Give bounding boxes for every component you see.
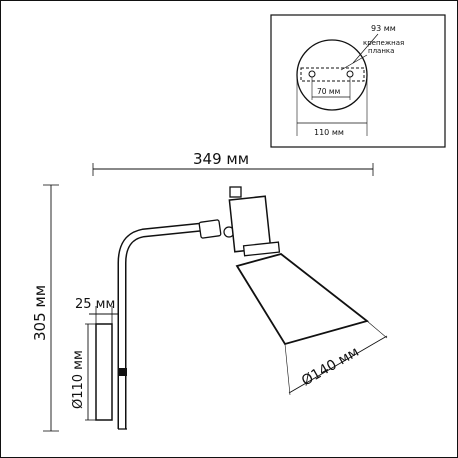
inset-mounting-plate xyxy=(300,67,365,82)
shade-neck xyxy=(242,241,281,257)
inset-hole-spacing-label: 70 мм xyxy=(317,87,340,96)
switch-knob xyxy=(118,368,127,376)
inset-hole-right xyxy=(346,70,354,78)
total-width-label: 349 мм xyxy=(193,150,249,168)
inset-label-leader xyxy=(340,54,368,71)
dim-total-height: 305 мм xyxy=(31,184,59,432)
total-height-label: 305 мм xyxy=(31,285,49,341)
inset-base-circle xyxy=(296,39,368,111)
dim-total-width: 349 мм xyxy=(92,150,374,176)
dim-base-diameter: Ø110 мм xyxy=(71,323,96,421)
inset-base-width-label: 110 мм xyxy=(314,128,344,137)
lamp-side-view xyxy=(95,186,369,430)
shade-dia-dim-line xyxy=(288,335,388,394)
mounting-inset: 93 мм крепежная планка 70 мм 110 мм xyxy=(270,14,446,148)
shade-dia-ext-2 xyxy=(366,320,388,339)
wall-base xyxy=(95,323,113,421)
inset-plate-label-1: крепежная xyxy=(363,39,404,47)
dim-base-depth: 25 мм xyxy=(75,297,119,324)
lamp-arm-outer xyxy=(117,222,203,429)
lamp-arm-inner xyxy=(119,224,203,429)
inset-plate-leader xyxy=(352,33,379,64)
base-depth-label: 25 мм xyxy=(75,297,115,312)
head-top-knob xyxy=(229,186,242,198)
inset-border xyxy=(270,14,446,148)
base-diameter-label: Ø110 мм xyxy=(71,350,86,409)
inset-plate-label-2: планка xyxy=(368,47,394,55)
inset-plate-width-label: 93 мм xyxy=(371,24,396,33)
inset-hole-left xyxy=(308,70,316,78)
shade-dia-ext-1 xyxy=(284,343,291,396)
shade-diameter-label: Ø140 мм xyxy=(299,344,362,390)
arm-joint xyxy=(198,219,222,239)
lamp-shade xyxy=(235,253,369,346)
